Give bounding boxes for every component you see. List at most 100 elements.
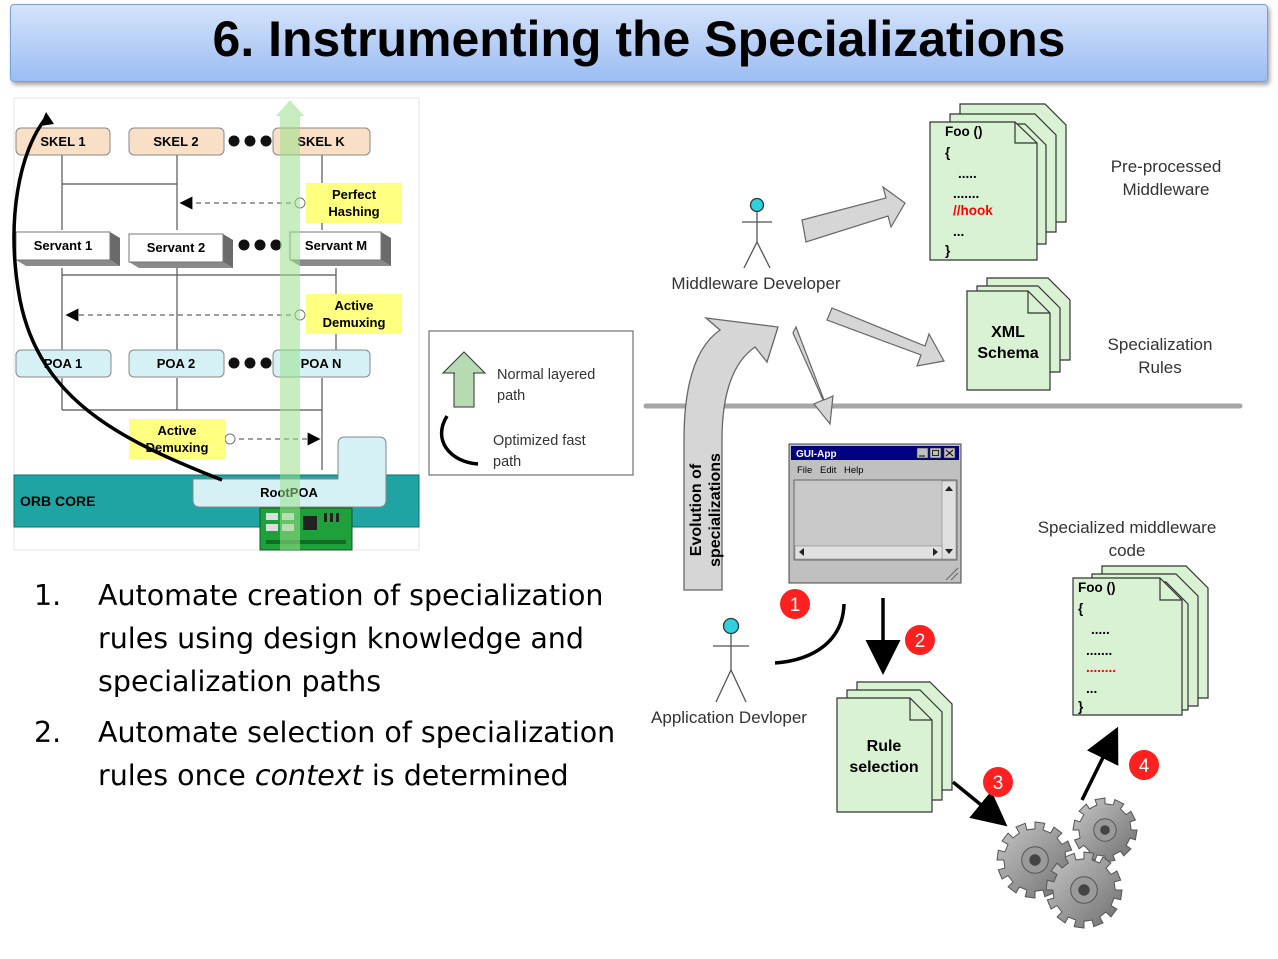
xml-schema-label-1: XML xyxy=(991,324,1025,341)
svg-text:3: 3 xyxy=(993,773,1004,794)
xml-schema-label-2: Schema xyxy=(977,345,1038,362)
code-top-line-3: ..... xyxy=(958,166,977,181)
active-demuxing-left-label-2: Demuxing xyxy=(146,440,209,455)
servant-m-label: Servant M xyxy=(305,238,367,253)
skel-ellipsis-dots xyxy=(228,135,272,147)
preprocessed-label-2: Middleware xyxy=(1123,180,1210,199)
svg-text:Evolution of: Evolution of xyxy=(688,463,705,556)
specialized-code-label-2: code xyxy=(1109,541,1146,560)
gear-bottom-icon xyxy=(1045,851,1123,929)
code-bottom-line-3: ..... xyxy=(1091,622,1110,637)
middleware-developer-label: Middleware Developer xyxy=(671,274,840,293)
skel-2-label: SKEL 2 xyxy=(153,134,198,149)
poa-ellipsis-dots xyxy=(228,357,272,369)
fast-path-arrowhead xyxy=(40,112,54,126)
gui-menu-file: File xyxy=(797,465,812,476)
servant-2-box: Servant 2 xyxy=(128,233,233,268)
preprocessed-label-1: Pre-processed xyxy=(1111,157,1222,176)
gui-window-buttons xyxy=(916,447,956,459)
preprocessed-code-document-stack: Foo () { ..... ....... //hook ... } xyxy=(929,103,1067,261)
bullet-text-2-pre: Automate selection of specialization rul… xyxy=(98,716,616,792)
gear-left-icon xyxy=(996,821,1074,899)
poa-n-label: POA N xyxy=(301,356,342,371)
svg-text:1: 1 xyxy=(790,595,801,616)
specialized-code-label-1: Specialized middleware xyxy=(1038,518,1217,537)
gui-menu-help: Help xyxy=(844,465,864,476)
legend-fast-path-icon xyxy=(440,415,479,466)
active-demuxing-left-label-1: Active xyxy=(157,423,196,438)
code-bottom-line-6: ... xyxy=(1086,681,1097,696)
workflow-diagram: Middleware Developer Application Devlope… xyxy=(643,103,1243,929)
specialized-code-document-stack: Foo () { ..... ....... ........ ... } xyxy=(1072,565,1209,716)
poa-2-label: POA 2 xyxy=(157,356,196,371)
step-1-curve xyxy=(774,603,846,665)
svg-text:2: 2 xyxy=(915,631,926,652)
servant-ellipsis-dots xyxy=(238,239,282,251)
specialization-rules-label-1: Specialization xyxy=(1108,335,1213,354)
step-4-arrow xyxy=(1080,726,1119,801)
bullet-number-1: 1. xyxy=(34,579,62,612)
title-bar xyxy=(10,4,1268,82)
bullet-number-2: 2. xyxy=(34,716,62,749)
rule-selection-label-2: selection xyxy=(849,759,918,776)
step-3-badge: 3 xyxy=(983,767,1013,797)
evolution-arrow xyxy=(683,317,779,591)
code-top-line-7: } xyxy=(945,243,951,258)
code-bottom-line-2: { xyxy=(1078,601,1083,616)
servant-2-label: Servant 2 xyxy=(147,240,206,255)
application-developer-actor xyxy=(713,617,749,703)
bullet-text-1: Automate creation of specialization rule… xyxy=(98,579,604,698)
servant-1-label: Servant 1 xyxy=(34,238,93,253)
page-title: 6. Instrumenting the Specializations xyxy=(212,11,1066,67)
active-demuxing-left-note: Active Demuxing xyxy=(129,419,225,459)
active-demuxing-right-label-1: Active xyxy=(334,298,373,313)
step-2-badge: 2 xyxy=(905,625,935,655)
bullet-text-2-emphasis: context xyxy=(254,759,363,792)
orb-architecture-diagram: SKEL 1 SKEL 2 SKEL K Servant 1 Servant 2… xyxy=(12,97,420,551)
gui-title: GUI-App xyxy=(796,449,837,460)
middleware-developer-actor xyxy=(742,197,772,269)
gear-small-icon xyxy=(1072,797,1138,863)
legend-normal-path-icon xyxy=(441,351,487,408)
svg-text:specializations: specializations xyxy=(707,453,724,567)
step-1-badge: 1 xyxy=(780,589,810,619)
gui-menu-edit: Edit xyxy=(820,465,837,476)
rule-selection-document-stack: Rule selection xyxy=(836,681,953,813)
optimized-fast-path-curve xyxy=(12,116,223,482)
poa-2-box: POA 2 xyxy=(128,349,225,378)
gears-icon xyxy=(996,797,1138,929)
orb-connectors xyxy=(61,154,337,470)
bullet-item-1: 1. Automate creation of specialization r… xyxy=(34,574,634,703)
arrow-to-preprocessed xyxy=(801,185,906,243)
code-top-line-2: { xyxy=(945,145,950,160)
code-top-hook-line: //hook xyxy=(953,203,993,218)
code-bottom-line-7: } xyxy=(1078,699,1084,714)
active-demuxing-right-note: Active Demuxing xyxy=(306,294,402,334)
application-developer-label: Application Devloper xyxy=(651,708,807,727)
skel-1-box: SKEL 1 xyxy=(15,127,111,156)
arrow-to-gui xyxy=(792,325,834,426)
perfect-hashing-label-2: Hashing xyxy=(328,204,379,219)
code-top-line-6: ... xyxy=(953,224,964,239)
skel-2-box: SKEL 2 xyxy=(128,127,225,156)
poa-1-label: POA 1 xyxy=(44,356,83,371)
xml-schema-document-stack: XML Schema xyxy=(966,277,1071,391)
legend-normal-label-2: path xyxy=(497,388,525,404)
legend-fast-label-1: Optimized fast xyxy=(493,433,586,449)
servant-1-box: Servant 1 xyxy=(15,231,120,266)
bullet-list: 1. Automate creation of specialization r… xyxy=(34,574,634,805)
arrow-to-specialization-rules xyxy=(826,307,945,367)
step-3-arrow xyxy=(951,780,1008,827)
code-bottom-line-1: Foo () xyxy=(1078,580,1115,595)
orb-core-label: ORB CORE xyxy=(20,493,95,509)
code-top-line-4: ....... xyxy=(953,186,979,201)
svg-text:4: 4 xyxy=(1139,756,1150,777)
perfect-hashing-note: Perfect Hashing xyxy=(306,183,402,223)
normal-layered-path-arrow xyxy=(276,100,304,550)
code-bottom-line-5: ........ xyxy=(1086,660,1116,675)
rule-selection-label-1: Rule xyxy=(867,738,902,755)
skel-k-label: SKEL K xyxy=(297,134,345,149)
path-legend: Normal layered path Optimized fast path xyxy=(428,330,634,476)
servant-m-box: Servant M xyxy=(289,231,391,266)
demux-left-hook-marker xyxy=(224,433,236,445)
